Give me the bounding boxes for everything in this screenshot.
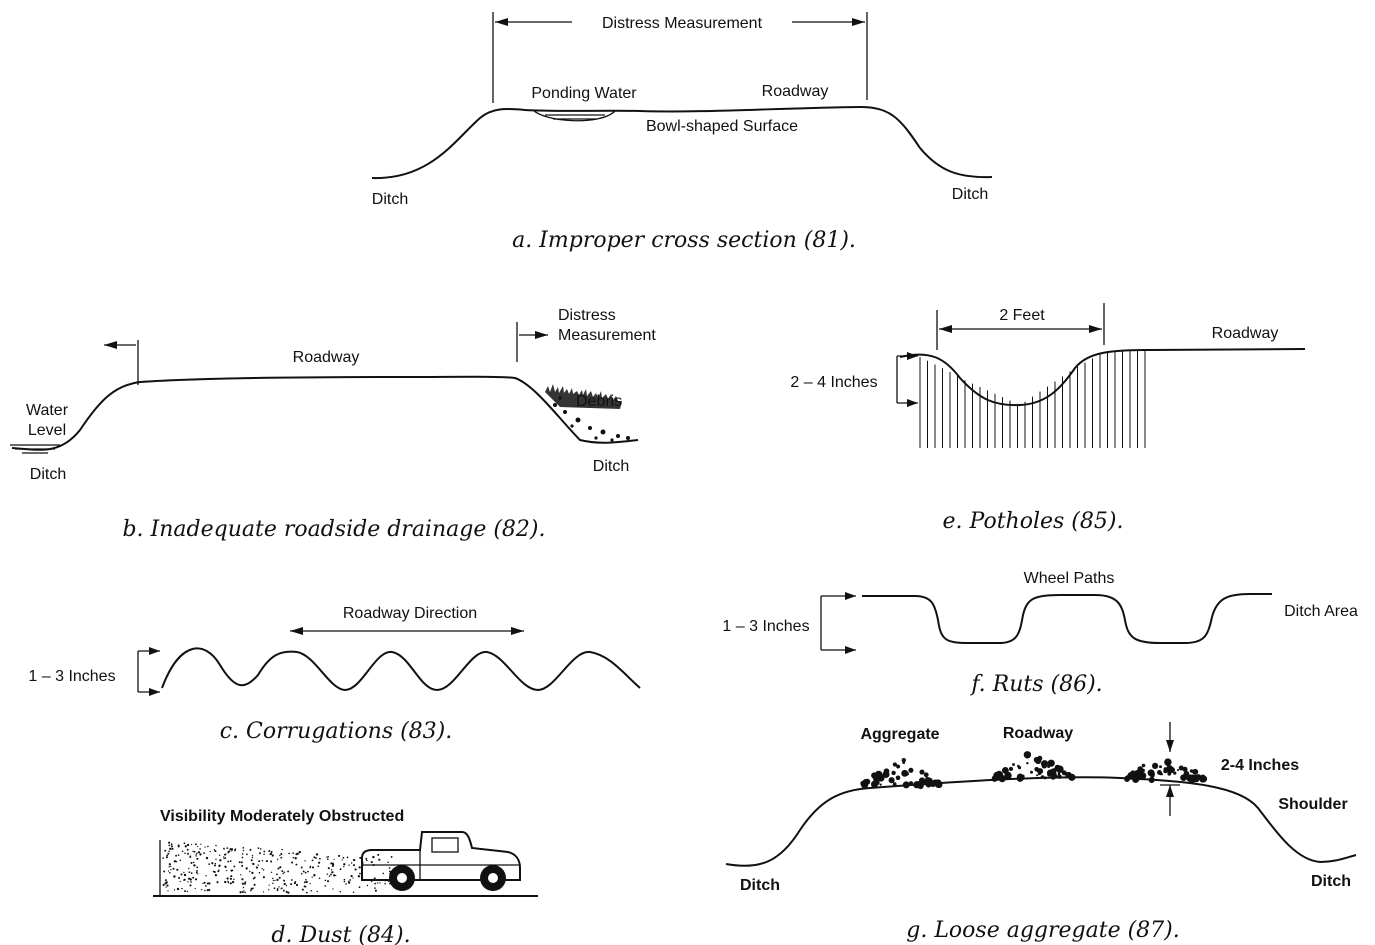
pothole-width-label: 2 Feet bbox=[999, 307, 1045, 324]
ditch-right-label-g: Ditch bbox=[1311, 873, 1351, 890]
ditch-right-label-b: Ditch bbox=[593, 458, 629, 475]
distress-label-line1: Distress bbox=[558, 307, 616, 324]
panel-b: Distress Measurement Roadway Water Level… bbox=[10, 307, 656, 542]
ponding-water-bowl bbox=[532, 109, 616, 122]
roadway-label: Roadway bbox=[762, 83, 829, 100]
shoulder-label: Shoulder bbox=[1278, 796, 1347, 813]
loose-aggregate-profile bbox=[725, 776, 1357, 867]
panel-g: Aggregate Roadway 2-4 Inches Shoulder Di… bbox=[725, 722, 1357, 943]
panel-a-road-profile bbox=[371, 105, 993, 180]
distress-label-line2: Measurement bbox=[558, 327, 656, 344]
corrugation-wave bbox=[161, 647, 641, 692]
panel-c-caption: c. Corrugations (83). bbox=[220, 719, 453, 744]
ditch-left-label: Ditch bbox=[372, 191, 408, 208]
aggregate-depth-label: 2-4 Inches bbox=[1221, 757, 1299, 774]
wheel-paths-label: Wheel Paths bbox=[1024, 570, 1115, 587]
panel-a-caption: a. Improper cross section (81). bbox=[512, 228, 856, 253]
panel-f-caption: f. Ruts (86). bbox=[969, 672, 1102, 697]
water-level-label-2: Level bbox=[28, 422, 66, 439]
aggregate-piles bbox=[860, 751, 1208, 790]
panel-c: Roadway Direction 1 – 3 Inches c. Corrug… bbox=[28, 605, 641, 744]
panel-b-caption: b. Inadequate roadside drainage (82). bbox=[122, 517, 545, 542]
pothole-hatching bbox=[919, 351, 1146, 448]
corrugation-height-label: 1 – 3 Inches bbox=[28, 668, 115, 685]
panel-b-road-profile bbox=[11, 375, 639, 451]
pothole-depth-label: 2 – 4 Inches bbox=[790, 374, 877, 391]
roadway-label-g: Roadway bbox=[1003, 725, 1073, 742]
panel-g-caption: g. Loose aggregate (87). bbox=[906, 918, 1180, 943]
ditch-right-label: Ditch bbox=[952, 186, 988, 203]
ditch-left-label-b: Ditch bbox=[30, 466, 66, 483]
bowl-surface-label: Bowl-shaped Surface bbox=[646, 118, 798, 135]
rut-height-label: 1 – 3 Inches bbox=[722, 618, 809, 635]
ponding-water-label: Ponding Water bbox=[531, 85, 637, 102]
panel-e-caption: e. Potholes (85). bbox=[943, 509, 1124, 534]
distress-measurement-label: Distress Measurement bbox=[602, 15, 763, 32]
debris-pile bbox=[545, 384, 630, 442]
aggregate-label: Aggregate bbox=[860, 726, 939, 743]
panel-e: 2 Feet 2 – 4 Inches Roadway e. Potholes … bbox=[790, 303, 1306, 534]
debris-label: Debris bbox=[576, 393, 622, 410]
panel-d: Visibility Moderately Obstructed d. Dust… bbox=[153, 808, 538, 945]
roadway-label-e: Roadway bbox=[1212, 325, 1279, 342]
panel-f: Wheel Paths 1 – 3 Inches Ditch Area f. R… bbox=[722, 570, 1358, 697]
ditch-left-label-g: Ditch bbox=[740, 877, 780, 894]
ruts-profile bbox=[862, 593, 1272, 644]
pickup-truck-icon bbox=[361, 831, 521, 891]
roadway-label-b: Roadway bbox=[293, 349, 360, 366]
panel-a: Distress Measurement Ponding Water Roadw… bbox=[371, 12, 993, 253]
roadway-direction-label: Roadway Direction bbox=[343, 605, 477, 622]
panel-d-caption: d. Dust (84). bbox=[271, 923, 410, 945]
water-level-label-1: Water bbox=[26, 402, 69, 419]
pothole-profile bbox=[899, 348, 1306, 407]
dust-cloud bbox=[162, 841, 393, 894]
visibility-label: Visibility Moderately Obstructed bbox=[160, 808, 404, 825]
ditch-area-label: Ditch Area bbox=[1284, 603, 1358, 620]
